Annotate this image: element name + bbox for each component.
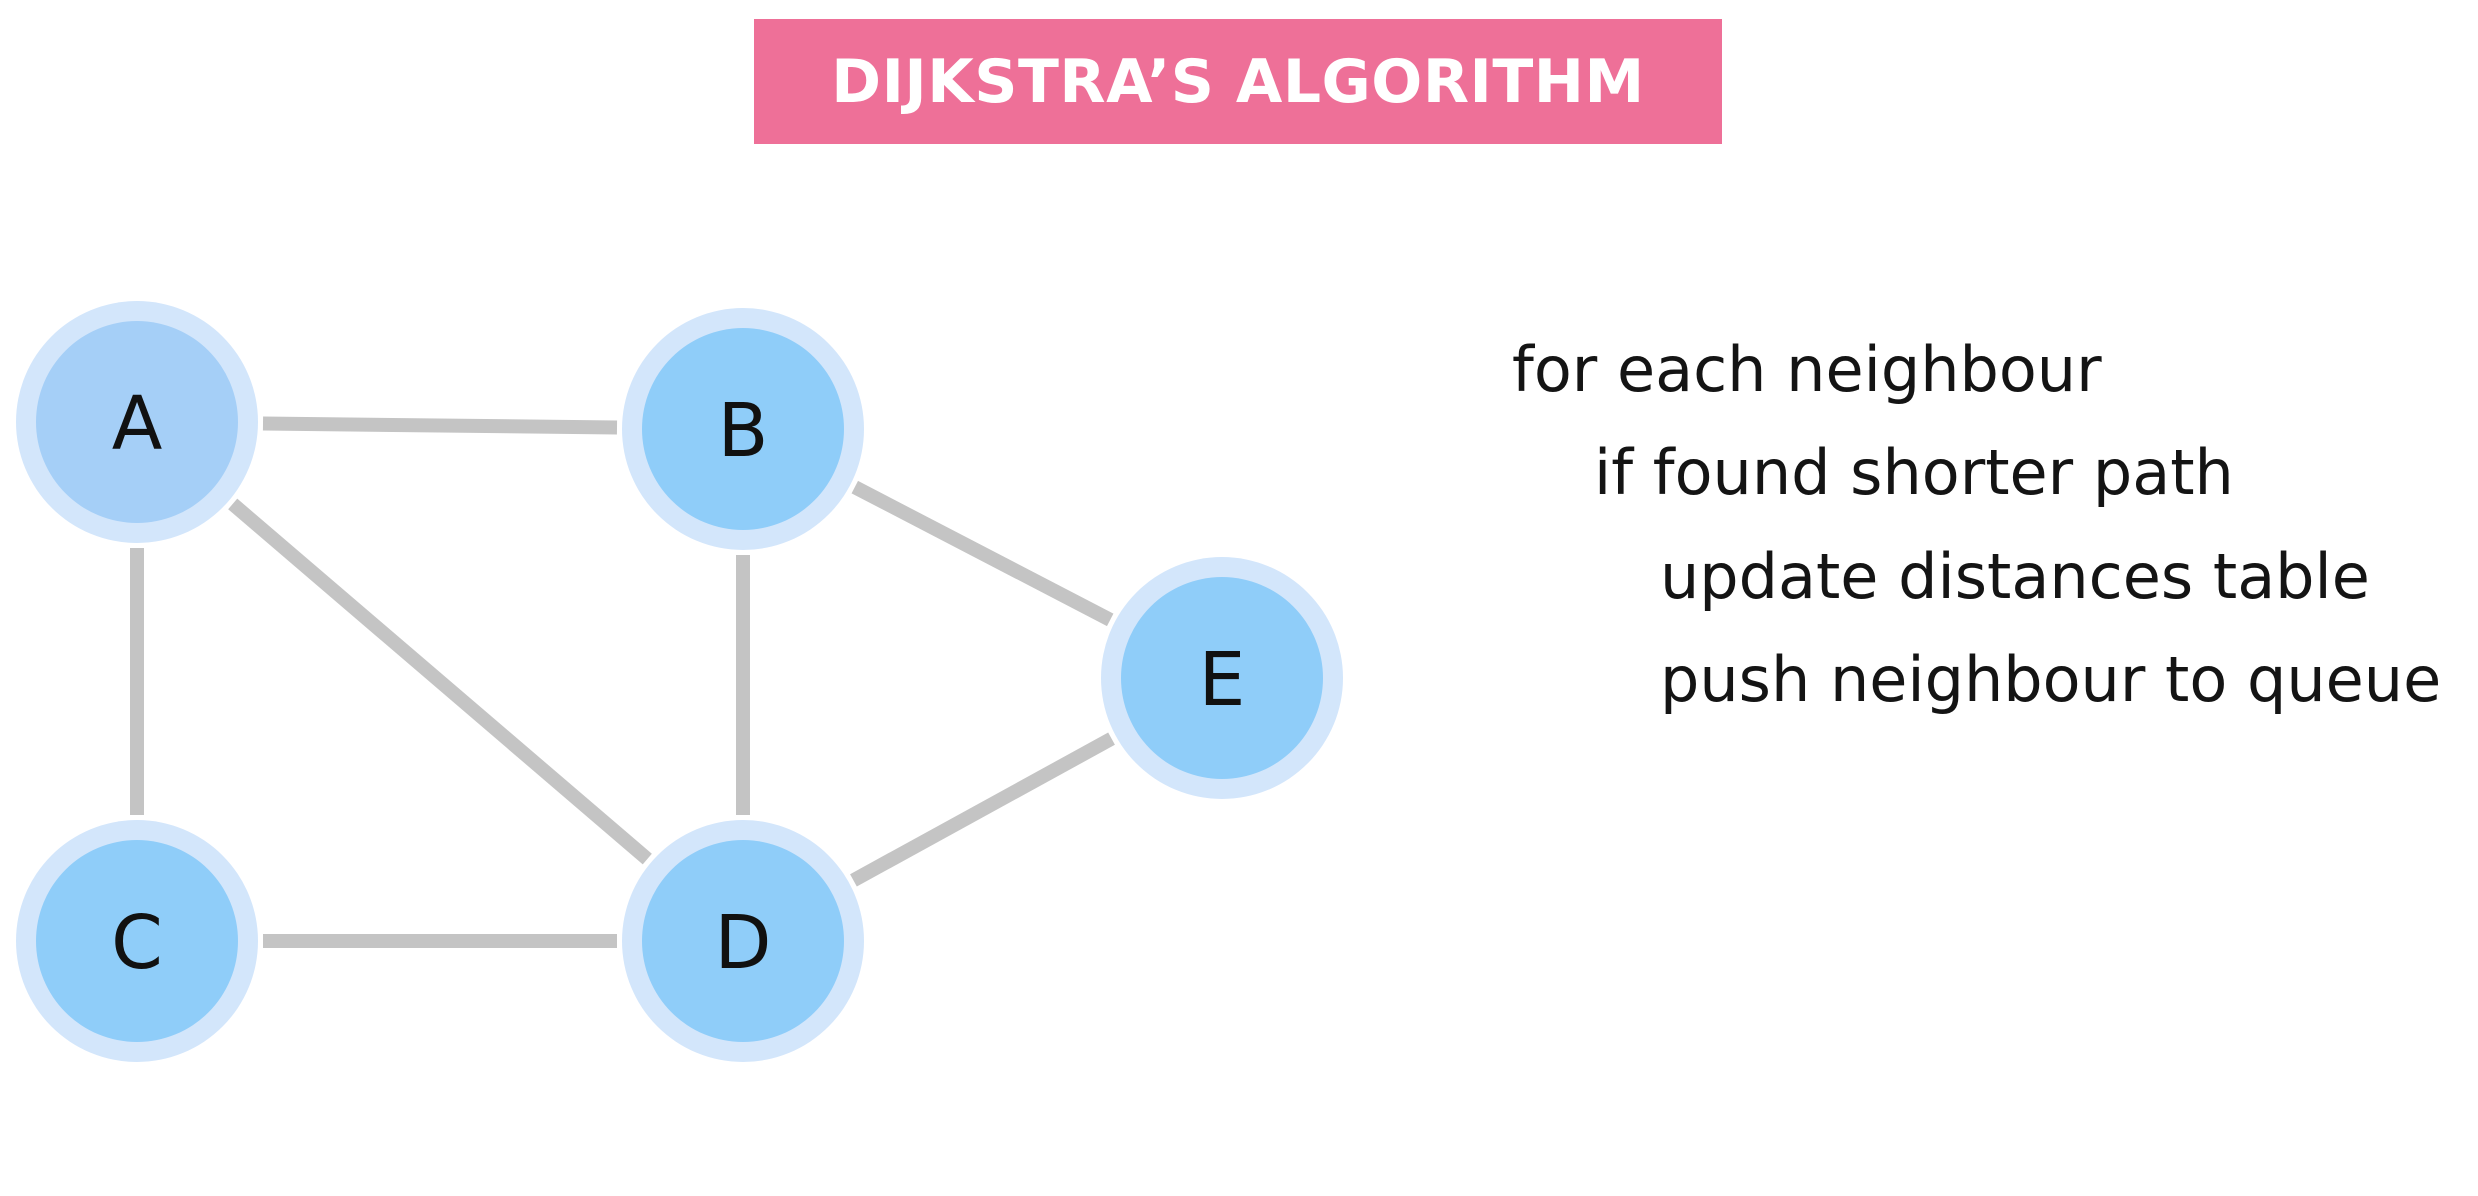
node-a: A (16, 301, 258, 543)
node-label-d: D (715, 900, 772, 986)
nodes-layer: A B C D E (16, 301, 1343, 1062)
edge-a-d (228, 498, 652, 865)
edge-a-b (262, 416, 618, 435)
node-fill (36, 840, 238, 1042)
node-b: B (622, 308, 864, 550)
node-label-a: A (112, 381, 163, 467)
edges-layer (130, 416, 1115, 948)
title-banner: DIJKSTRA’S ALGORITHM (754, 19, 1722, 144)
node-e: E (1101, 557, 1343, 799)
page-title: DIJKSTRA’S ALGORITHM (831, 46, 1645, 117)
node-label-e: E (1199, 637, 1246, 723)
node-fill (1121, 577, 1323, 779)
pseudocode-line-if-shorter-path: if found shorter path (1594, 436, 2234, 509)
pseudocode-line-for-each-neighbour: for each neighbour (1512, 333, 2102, 406)
edge-b-e (851, 480, 1114, 627)
node-label-c: C (111, 900, 163, 986)
graph-diagram: A B C D E (16, 301, 1343, 1062)
pseudocode-line-push-to-queue: push neighbour to queue (1660, 643, 2442, 716)
node-fill (642, 328, 844, 530)
node-fill (36, 321, 238, 523)
node-label-b: B (718, 388, 769, 474)
edge-d-e (850, 732, 1115, 887)
node-c: C (16, 820, 258, 1062)
node-fill (642, 840, 844, 1042)
node-d: D (622, 820, 864, 1062)
pseudocode-line-update-distances: update distances table (1660, 540, 2370, 613)
